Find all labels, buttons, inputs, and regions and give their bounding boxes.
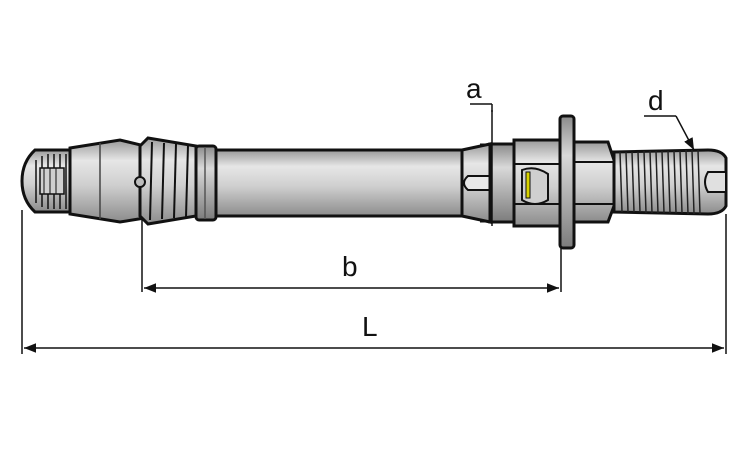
label-d: d [648,85,664,116]
hex-nut [512,138,562,228]
nose-cone [20,148,72,214]
expansion-sleeve [134,136,198,226]
label-b: b [342,251,358,282]
front-nut [572,140,616,224]
dimension-d: d [644,85,695,151]
shank [214,148,464,218]
dimension-b: b [141,220,562,293]
label-L: L [362,311,378,342]
threaded-rod [612,148,728,216]
taper-cone [68,138,147,224]
dimension-l: L [21,210,727,354]
collar-ring [194,144,218,222]
washer [558,114,576,250]
label-a: a [466,73,482,104]
dimension-a: a [466,73,504,226]
